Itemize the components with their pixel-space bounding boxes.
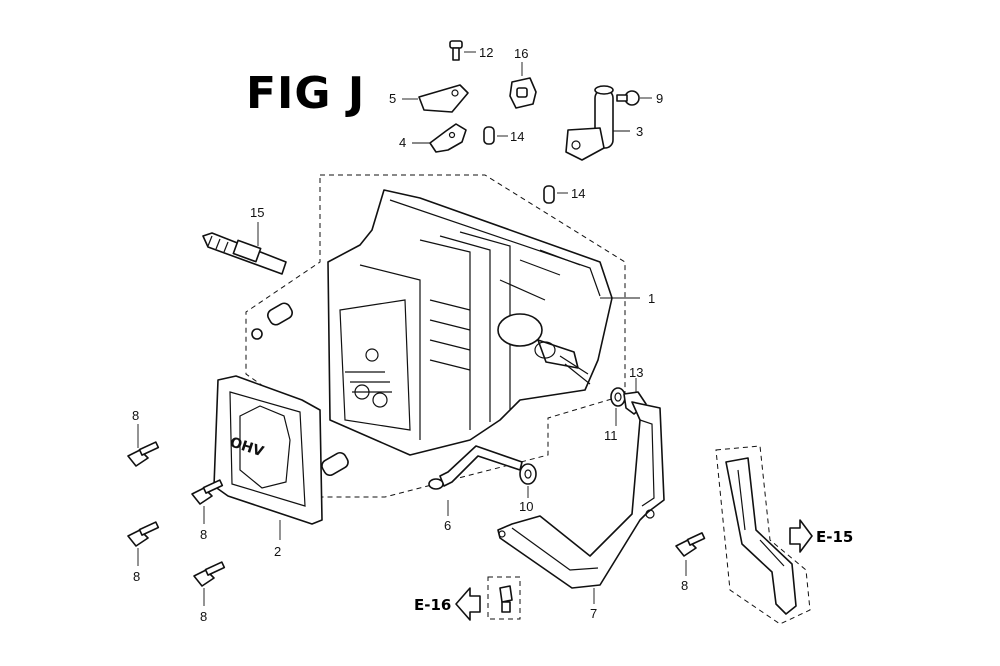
callout-8-a: 8	[132, 408, 139, 423]
callout-6: 6	[444, 518, 451, 533]
part-12-bolt[interactable]	[449, 40, 476, 61]
callout-9: 9	[656, 91, 663, 106]
part-15-spark-plug[interactable]	[202, 222, 287, 275]
part-3-elbow-tube[interactable]	[565, 85, 630, 161]
part-9-bolt[interactable]	[616, 90, 652, 106]
part-10-washer[interactable]	[519, 463, 537, 498]
assembly-boundary	[245, 174, 626, 498]
dowel-lower-left	[321, 451, 349, 477]
ref-e15[interactable]: E-15	[816, 528, 853, 546]
part-7-guide-plate[interactable]	[497, 401, 665, 604]
part-14-dowel-pin-a[interactable]	[483, 126, 508, 145]
part-14-dowel-pin-b[interactable]	[543, 185, 568, 204]
callout-15: 15	[250, 205, 264, 220]
callout-8-c: 8	[133, 569, 140, 584]
callout-2: 2	[274, 544, 281, 559]
part-5-plate[interactable]	[402, 84, 469, 113]
part-11-nut[interactable]	[610, 387, 626, 426]
hose-reference-e15[interactable]	[715, 445, 811, 625]
part-8-bolt-d[interactable]	[193, 561, 226, 606]
part-8-bolt-b[interactable]	[191, 479, 224, 524]
callout-14-a: 14	[510, 129, 524, 144]
callout-16: 16	[514, 46, 528, 61]
part-8-bolt-a[interactable]	[127, 424, 160, 467]
ref-e16[interactable]: E-16	[414, 596, 451, 614]
part-16-clip[interactable]	[509, 62, 537, 109]
callout-3: 3	[636, 124, 643, 139]
bolt-reference-e16[interactable]	[487, 576, 521, 620]
part-1-cylinder-block[interactable]	[327, 189, 640, 456]
callout-1: 1	[648, 291, 655, 306]
callout-8-d: 8	[200, 609, 207, 624]
callout-12: 12	[479, 45, 493, 60]
callout-8-b: 8	[200, 527, 207, 542]
part-2-head-cover[interactable]: OHV	[213, 375, 323, 540]
callout-13: 13	[629, 365, 643, 380]
callout-10: 10	[519, 499, 533, 514]
callout-5: 5	[389, 91, 396, 106]
callout-4: 4	[399, 135, 406, 150]
dowel-upper-left	[251, 302, 293, 340]
arrow-to-e16[interactable]	[455, 587, 481, 621]
figure-title: FIG J	[246, 68, 366, 119]
callout-14-b: 14	[571, 186, 585, 201]
callout-7: 7	[590, 606, 597, 621]
part-8-bolt-c[interactable]	[127, 521, 160, 566]
callout-11: 11	[604, 428, 618, 443]
part-4-bracket[interactable]	[412, 123, 467, 153]
part-6-linkage-rod[interactable]	[428, 445, 523, 516]
part-8-bolt-e[interactable]	[675, 532, 706, 576]
arrow-to-e15[interactable]	[789, 519, 813, 553]
callout-8-e: 8	[681, 578, 688, 593]
